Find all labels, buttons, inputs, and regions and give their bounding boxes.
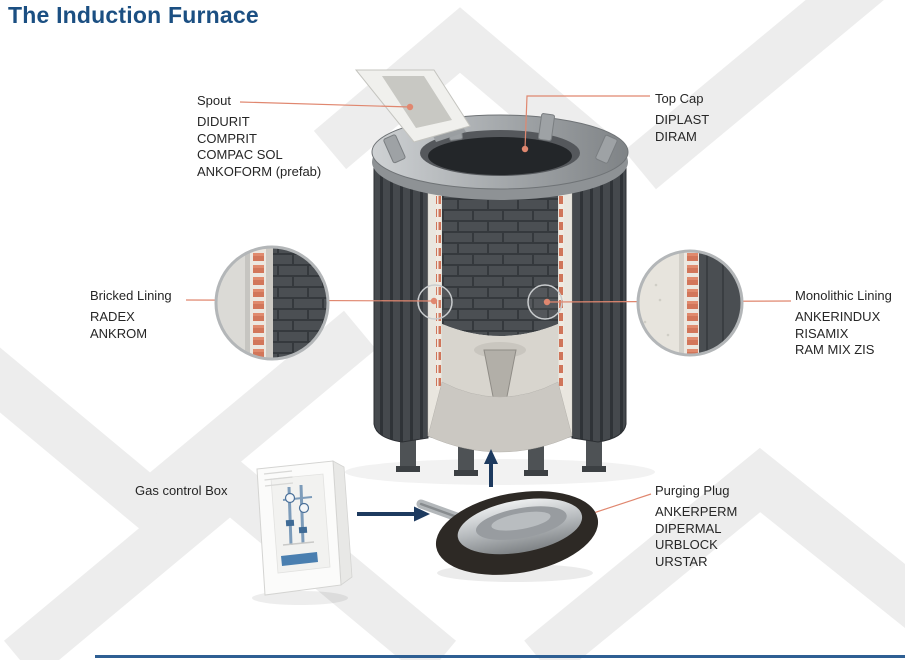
- product-name: DIPLAST: [655, 112, 710, 127]
- product-name: DIRAM: [655, 128, 697, 144]
- callout-gas-control-box-label: Gas control Box: [135, 483, 228, 498]
- product-name: RADEX: [90, 309, 135, 324]
- furnace-cutaway-illustration: [345, 69, 655, 485]
- callout-purging-plug-label: Purging Plug: [655, 483, 730, 498]
- product-name: RISAMIX: [795, 325, 849, 341]
- product-name: RAM MIX ZIS: [795, 342, 875, 357]
- leader-spout: [239, 101, 411, 108]
- product-name: URSTAR: [655, 553, 708, 569]
- product-name: DIPERMAL: [655, 520, 722, 536]
- callout-gas-control-box: Gas control Box: [135, 483, 228, 504]
- callout-top-cap-label: Top Cap: [655, 91, 704, 106]
- interior-brick-lining: [442, 155, 558, 336]
- callout-monolithic-lining: Monolithic Lining ANKERINDUX RISAMIX RAM…: [795, 288, 892, 359]
- gas-control-box-illustration: [252, 460, 353, 605]
- product-name: DIDURIT: [197, 114, 250, 129]
- furnace-base-front: [427, 381, 573, 453]
- product-name: COMPRIT: [197, 130, 257, 146]
- product-name: ANKERINDUX: [795, 309, 881, 324]
- product-name: ANKOFORM (prefab): [197, 163, 322, 179]
- callout-bricked-lining: Bricked Lining RADEX ANKROM: [90, 288, 172, 342]
- leader-top-cap: [524, 95, 650, 150]
- callout-spout: Spout DIDURIT COMPRIT COMPAC SOL ANKOFOR…: [197, 93, 321, 180]
- page-title: The Induction Furnace: [8, 2, 259, 28]
- coil-section-left: [436, 176, 441, 390]
- callout-monolithic-lining-label: Monolithic Lining: [795, 288, 892, 303]
- callout-spout-label: Spout: [197, 93, 231, 108]
- callout-bricked-lining-label: Bricked Lining: [90, 288, 172, 303]
- monolithic-lining-detail-circle: [636, 249, 744, 357]
- purging-plug-illustration: [416, 491, 599, 582]
- product-name: URBLOCK: [655, 537, 718, 552]
- product-name: ANKROM: [90, 325, 148, 341]
- callout-purging-plug: Purging Plug ANKERPERM DIPERMAL URBLOCK …: [655, 483, 737, 570]
- product-name: COMPAC SOL: [197, 147, 283, 162]
- product-name: ANKERPERM: [655, 504, 738, 519]
- flow-arrows: [357, 449, 498, 522]
- coil-section-right: [559, 176, 564, 390]
- furnace-ground-shadow: [345, 459, 655, 485]
- callout-top-cap: Top Cap DIPLAST DIRAM: [655, 91, 709, 145]
- furnace-right-column: [571, 148, 627, 443]
- footer-rule: [95, 655, 905, 658]
